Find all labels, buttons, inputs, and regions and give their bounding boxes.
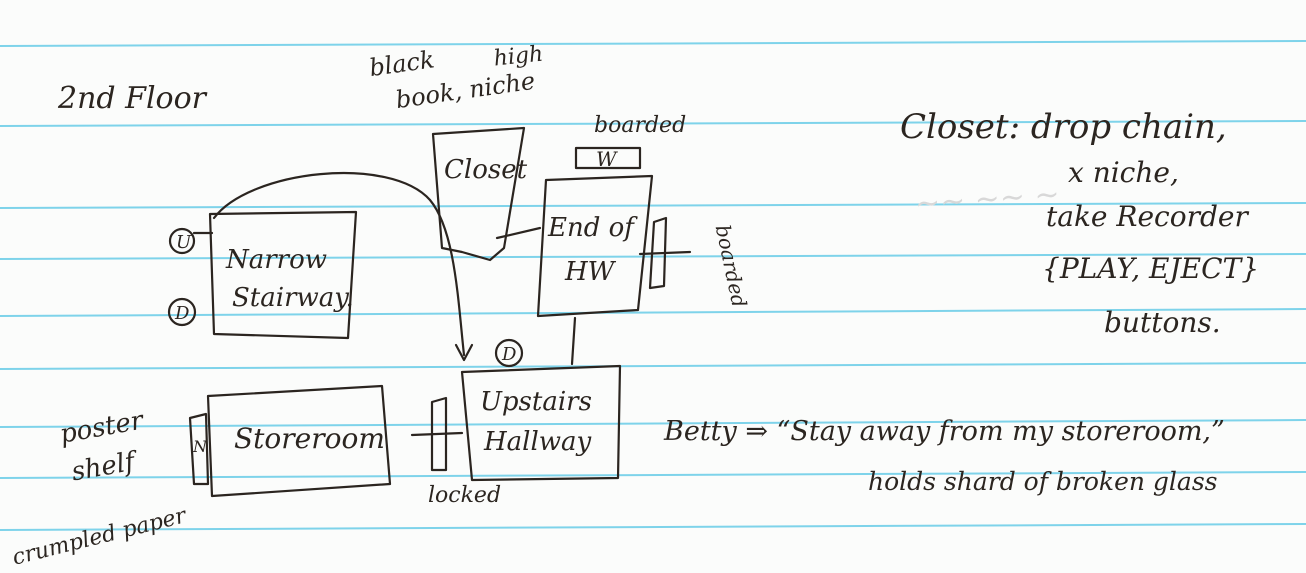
page-title: 2nd Floor xyxy=(57,81,208,116)
end-of-hw-label-2: HW xyxy=(564,257,617,287)
closet-note-line-1: Closet: drop chain, xyxy=(900,107,1227,147)
svg-text:U: U xyxy=(176,232,192,253)
locked-door xyxy=(410,396,464,472)
stair-path xyxy=(212,171,466,357)
down-marker-stairway: D xyxy=(167,297,197,327)
boarded-window: W xyxy=(574,146,642,171)
door-n-marker: N xyxy=(192,437,208,456)
poster-label: poster xyxy=(58,405,147,449)
hall-connector xyxy=(570,316,577,366)
closet-room: Closet xyxy=(431,126,528,262)
closet-notes: Closet: drop chain, x niche, take Record… xyxy=(900,107,1259,339)
closet-note-line-4: {PLAY, EJECT} xyxy=(1042,252,1259,285)
betty-note: Betty ⇒ “Stay away from my storeroom,” h… xyxy=(663,416,1225,496)
storeroom-room: Storeroom xyxy=(206,384,392,498)
boarded-door: boarded xyxy=(638,216,752,310)
ruled-lines xyxy=(0,40,1306,531)
closet-note-line-3: take Recorder xyxy=(1046,200,1249,233)
narrow-label: Narrow xyxy=(225,245,327,275)
down-marker-hallway: D xyxy=(494,338,524,368)
erased-scribble: ~~ ~~ ~ xyxy=(914,177,1061,222)
boarded-label: boarded xyxy=(594,113,686,138)
shelf-label: shelf xyxy=(69,446,141,487)
closet-note-line-2: x niche, xyxy=(1068,156,1179,189)
upstairs-hallway-room: Upstairs Hallway xyxy=(460,364,622,482)
boarded-side-label: boarded xyxy=(711,223,752,310)
svg-text:D: D xyxy=(501,344,517,365)
betty-note-line-1: Betty ⇒ “Stay away from my storeroom,” xyxy=(663,416,1225,447)
end-of-hw-label-1: End of xyxy=(547,213,638,243)
high-label: high xyxy=(493,42,545,72)
storeroom-shelf: N xyxy=(188,412,210,486)
storeroom-label: Storeroom xyxy=(234,422,385,455)
crumpled-paper-label: crumpled paper xyxy=(10,503,190,571)
svg-text:D: D xyxy=(174,303,190,324)
closet-note-line-5: buttons. xyxy=(1104,306,1221,339)
stairway-label: Stairway. xyxy=(232,283,354,313)
upstairs-label: Upstairs xyxy=(480,387,592,417)
end-of-hallway-room: End of HW xyxy=(536,174,654,318)
closet-label: Closet xyxy=(444,155,528,185)
stair-arrow-icon xyxy=(454,343,474,362)
betty-note-line-2: holds shard of broken glass xyxy=(868,467,1217,496)
black-book-label: black xyxy=(368,45,437,82)
locked-label: locked xyxy=(428,483,501,508)
hallway-label: Hallway xyxy=(483,427,592,457)
window-marker: W xyxy=(596,147,618,171)
closet-connector xyxy=(495,226,542,240)
narrow-stairway-room: Narrow Stairway. xyxy=(208,210,358,340)
up-marker: U xyxy=(168,227,196,255)
